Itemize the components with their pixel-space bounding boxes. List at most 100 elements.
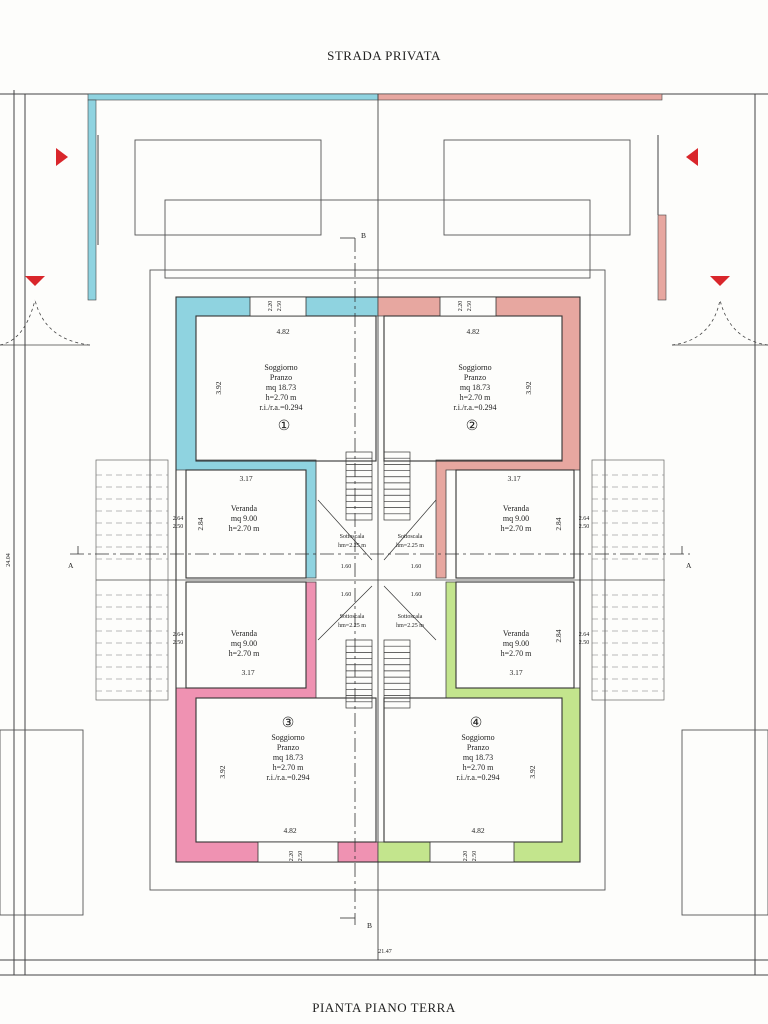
u1-stair-width: 1.60 xyxy=(341,564,352,570)
u3-window-1: 2.20 xyxy=(289,851,295,862)
street-strip-right xyxy=(377,93,663,101)
unit-3: ③ Soggiorno Pranzo mq 18.73 h=2.70 m r.i… xyxy=(173,592,366,861)
u4-depth: 3.92 xyxy=(528,765,537,778)
window-notches xyxy=(249,296,515,863)
u4-veranda-width: 3.17 xyxy=(509,668,522,677)
u1-veranda-width: 3.17 xyxy=(239,474,252,483)
unit-2: Soggiorno Pranzo mq 18.73 h=2.70 m r.i./… xyxy=(396,301,589,570)
porch-hatches xyxy=(95,459,665,701)
u1-side-1: 2.64 xyxy=(173,516,184,522)
u4-living-line1: Soggiorno xyxy=(461,733,494,742)
u4-number: ④ xyxy=(470,716,483,731)
u1-living-line2: Pranzo xyxy=(270,373,292,382)
stair-run xyxy=(383,639,411,709)
u2-number: ② xyxy=(466,419,479,434)
u1-depth: 3.92 xyxy=(214,381,223,394)
u2-living-line4: h=2.70 m xyxy=(460,393,492,402)
u3-living-line4: h=2.70 m xyxy=(273,763,305,772)
u2-veranda-depth: 2.84 xyxy=(554,517,563,530)
unit-1: Soggiorno Pranzo mq 18.73 h=2.70 m r.i./… xyxy=(173,301,366,570)
section-a-right: A xyxy=(686,561,692,570)
u2-window-2: 2.50 xyxy=(467,301,473,312)
u4-stair-width: 1.60 xyxy=(411,592,422,598)
u3-living-line1: Soggiorno xyxy=(271,733,304,742)
u4-window-2: 2.50 xyxy=(472,851,478,862)
u2-side-1: 2.64 xyxy=(579,516,590,522)
u1-living-line5: r.i./r.a.=0.294 xyxy=(260,403,303,412)
u4-veranda-line1: Veranda xyxy=(503,629,530,638)
stair-run xyxy=(383,451,411,521)
stair-break-line xyxy=(317,585,373,641)
u2-sottoscala-1: Sottoscala xyxy=(398,534,423,540)
u2-stair-width: 1.60 xyxy=(411,564,422,570)
u3-window-2: 2.50 xyxy=(298,851,304,862)
gate-swing-arcs xyxy=(0,299,768,346)
marker-right-top xyxy=(686,148,698,166)
u2-veranda-line3: h=2.70 m xyxy=(501,524,533,533)
u3-veranda-width: 3.17 xyxy=(241,668,254,677)
u4-veranda-depth: 2.84 xyxy=(554,629,563,642)
u1-window-2: 2.50 xyxy=(277,301,283,312)
stair-break-line xyxy=(383,585,437,641)
u3-sottoscala-1: Sottoscala xyxy=(340,614,365,620)
u4-window-1: 2.20 xyxy=(463,851,469,862)
u3-stair-width: 1.60 xyxy=(341,592,352,598)
u2-living-line2: Pranzo xyxy=(464,373,486,382)
u1-veranda-line3: h=2.70 m xyxy=(229,524,261,533)
u1-veranda-line2: mq 9.00 xyxy=(231,514,257,523)
marker-left-gate xyxy=(25,276,45,286)
u2-depth: 3.92 xyxy=(524,381,533,394)
fence-right xyxy=(657,214,667,301)
u1-living-line3: mq 18.73 xyxy=(266,383,296,392)
section-lines xyxy=(70,237,690,925)
stair-run xyxy=(345,451,373,521)
u4-side-1: 2.64 xyxy=(579,632,590,638)
u3-veranda-line2: mq 9.00 xyxy=(231,639,257,648)
u3-living-line3: mq 18.73 xyxy=(273,753,303,762)
overall-width-dim: 21.47 xyxy=(378,949,392,955)
u3-veranda-line3: h=2.70 m xyxy=(229,649,261,658)
u3-number: ③ xyxy=(282,716,295,731)
u1-living-line4: h=2.70 m xyxy=(266,393,298,402)
stair-run xyxy=(345,639,373,709)
u4-living-line2: Pranzo xyxy=(467,743,489,752)
u1-window-1: 2.20 xyxy=(268,301,274,312)
u1-veranda-depth: 2.84 xyxy=(196,517,205,530)
u3-living-line5: r.i./r.a.=0.294 xyxy=(267,773,310,782)
u2-veranda-line2: mq 9.00 xyxy=(503,514,529,523)
gate-markers xyxy=(25,148,730,286)
unit-4: ④ Soggiorno Pranzo mq 18.73 h=2.70 m r.i… xyxy=(396,592,589,861)
u4-sottoscala-1: Sottoscala xyxy=(398,614,423,620)
overall-height-dim: 24.04 xyxy=(6,553,12,567)
street-title: STRADA PRIVATA xyxy=(327,48,441,63)
u2-width: 4.82 xyxy=(466,327,479,336)
u2-side-2: 2.50 xyxy=(579,524,590,530)
u4-living-line3: mq 18.73 xyxy=(463,753,493,762)
u4-living-line4: h=2.70 m xyxy=(463,763,495,772)
stair-break-line xyxy=(383,499,437,561)
u1-side-2: 2.50 xyxy=(173,524,184,530)
section-b-top: B xyxy=(361,231,366,240)
u3-living-line2: Pranzo xyxy=(277,743,299,752)
staircases xyxy=(317,451,437,709)
u2-living-line3: mq 18.73 xyxy=(460,383,490,392)
u4-side-2: 2.50 xyxy=(579,640,590,646)
u1-living-line1: Soggiorno xyxy=(264,363,297,372)
fence-left xyxy=(87,99,97,301)
u2-sottoscala-2: hm=2.25 m xyxy=(396,543,424,549)
u2-veranda-line1: Veranda xyxy=(503,504,530,513)
u2-veranda-width: 3.17 xyxy=(507,474,520,483)
section-a-left: A xyxy=(68,561,74,570)
u2-window-1: 2.20 xyxy=(458,301,464,312)
u3-side-1: 2.64 xyxy=(173,632,184,638)
u2-living-line5: r.i./r.a.=0.294 xyxy=(454,403,497,412)
u4-veranda-line3: h=2.70 m xyxy=(501,649,533,658)
street-strip-left xyxy=(87,93,379,101)
u2-living-line1: Soggiorno xyxy=(458,363,491,372)
u4-living-line5: r.i./r.a.=0.294 xyxy=(457,773,500,782)
u1-number: ① xyxy=(278,419,291,434)
u3-depth: 3.92 xyxy=(218,765,227,778)
u3-veranda-line1: Veranda xyxy=(231,629,258,638)
parking-outlines xyxy=(0,139,768,916)
